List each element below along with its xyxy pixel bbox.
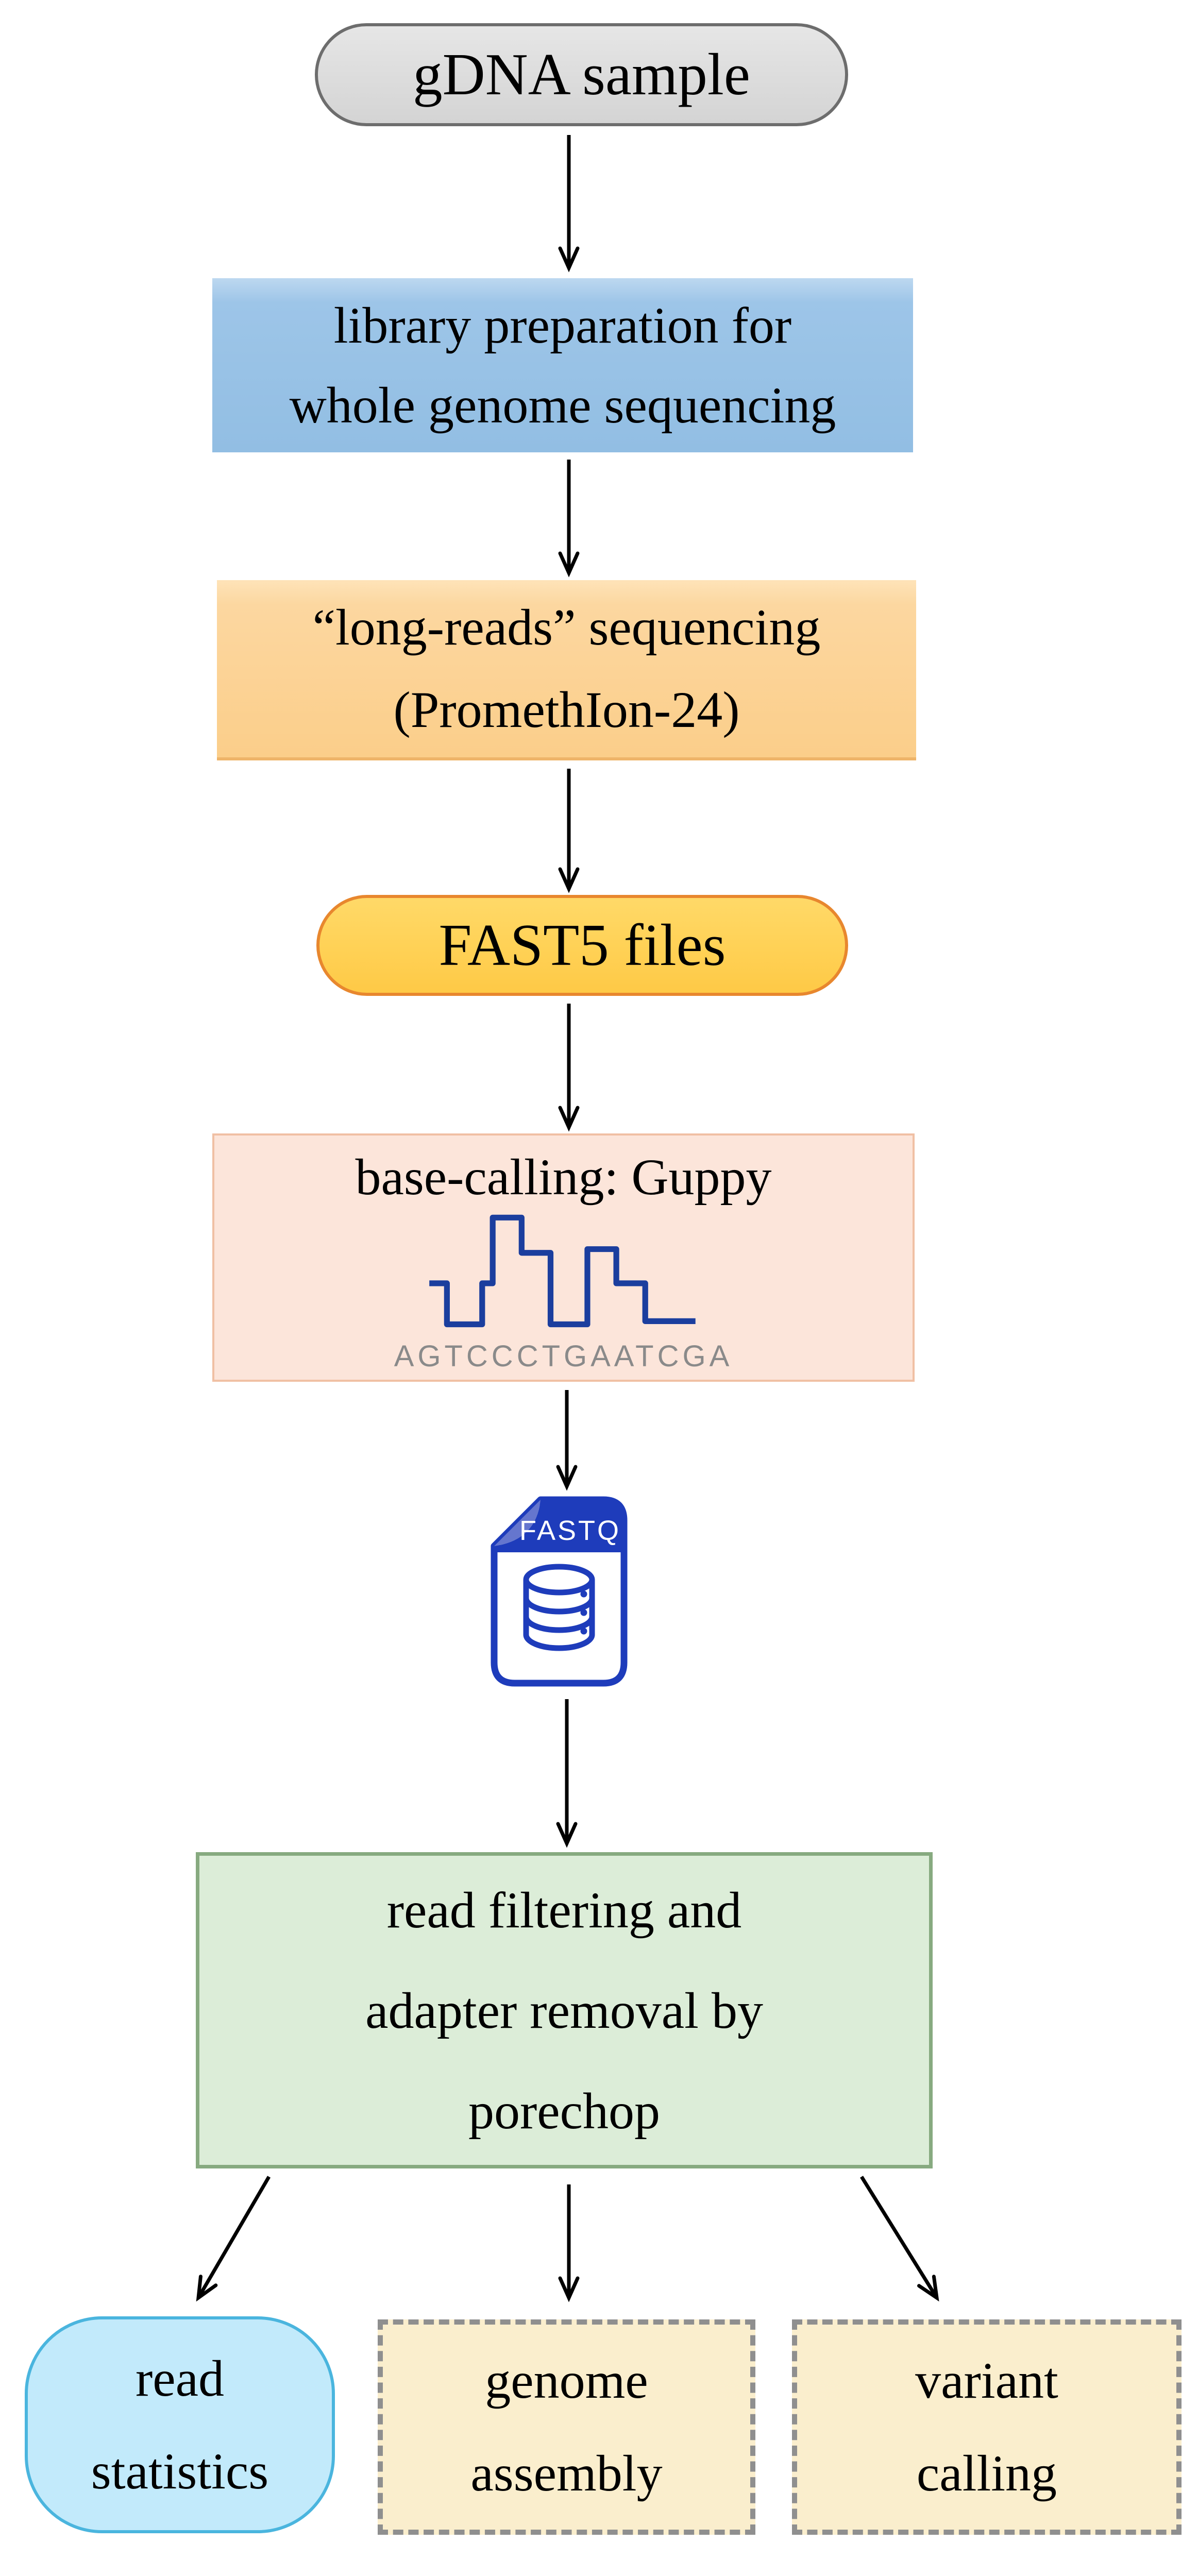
gdna-sample-label: gDNA sample (413, 42, 750, 107)
node-porechop-filtering: read filtering and adapter removal by po… (196, 1852, 933, 2168)
node-library-preparation: library preparation for whole genome seq… (212, 278, 913, 452)
fastq-file-icon: FASTQ (489, 1495, 629, 1690)
node-fast5-files: FAST5 files (316, 895, 848, 996)
base-calling-label: base-calling: Guppy (355, 1148, 772, 1206)
porechop-label: read filtering and adapter removal by po… (365, 1881, 763, 2140)
read-statistics-label: read statistics (91, 2349, 269, 2500)
base-sequence-text: AGTCCCTGAATCGA (394, 1339, 733, 1373)
node-genome-assembly: genome assembly (378, 2319, 755, 2535)
node-base-calling: base-calling: Guppy AGTCCCTGAATCGA (212, 1133, 915, 1382)
node-gdna-sample: gDNA sample (315, 23, 848, 126)
library-preparation-label: library preparation for whole genome seq… (289, 297, 836, 434)
fastq-file-label: FASTQ (519, 1515, 621, 1546)
node-variant-calling: variant calling (792, 2319, 1182, 2535)
node-read-statistics: read statistics (25, 2316, 335, 2533)
genome-assembly-label: genome assembly (470, 2352, 663, 2502)
long-reads-label: “long-reads” sequencing (PromethIon-24) (312, 599, 821, 738)
fastq-file-svg: FASTQ (491, 1496, 628, 1687)
variant-calling-label: variant calling (915, 2352, 1058, 2502)
arrow-porechop-to-readstats (196, 2176, 271, 2302)
database-icon (523, 1564, 595, 1651)
fast5-files-label: FAST5 files (438, 912, 726, 978)
folded-corner-icon (494, 1500, 541, 1546)
squiggle-signal-icon (429, 1214, 696, 1327)
node-long-reads-sequencing: “long-reads” sequencing (PromethIon-24) (217, 580, 916, 760)
arrow-porechop-to-variant (860, 2176, 939, 2302)
